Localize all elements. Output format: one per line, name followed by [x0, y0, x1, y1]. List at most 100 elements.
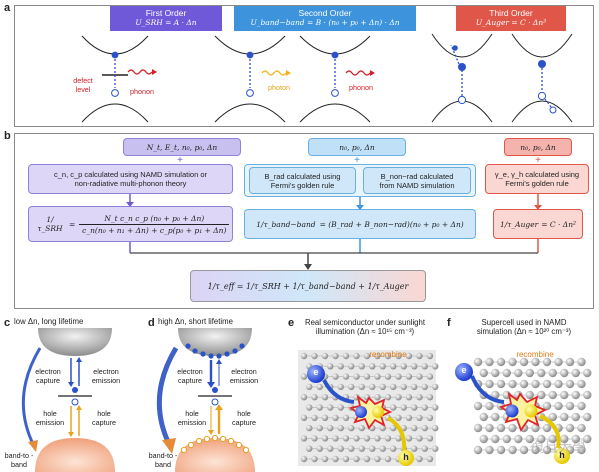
lattice-atom — [554, 401, 563, 411]
lattice-atom — [571, 390, 580, 400]
hole-dot — [235, 441, 243, 449]
band-to-band-arrow — [156, 346, 179, 448]
band-curve — [81, 103, 149, 123]
panel-a-frame — [14, 5, 594, 127]
panel-b-frame — [14, 133, 594, 309]
d-hole-emission: hole emission — [177, 409, 207, 427]
panel-f-title: Supercell used in NAMD simulation (Δn ≈ … — [452, 318, 596, 336]
lattice-atom — [496, 379, 506, 389]
lattice-atom — [321, 455, 329, 463]
lattice-atom — [485, 445, 494, 455]
electron-dot — [111, 51, 119, 59]
lattice-atom — [519, 379, 529, 389]
lattice-atom — [508, 379, 517, 389]
lattice-atom — [473, 401, 483, 411]
lattice-atom — [374, 394, 381, 401]
lattice-atom — [485, 401, 494, 411]
d-band-to-band: band-to -band — [148, 451, 178, 469]
lattice-atom — [311, 352, 318, 360]
srh-calc-box: c_n, c_p calculated using NAMD simulatio… — [28, 164, 233, 194]
lattice-atom — [502, 434, 511, 444]
hole-dot — [537, 91, 547, 101]
lattice-atom — [432, 383, 439, 391]
lattice-atom — [583, 434, 592, 444]
d-electron-emission: electron emission — [229, 367, 259, 385]
lattice-atom — [531, 379, 540, 389]
transition-arrow — [544, 98, 552, 108]
lattice-atom — [321, 435, 329, 442]
lattice-atom — [348, 363, 355, 370]
electron-dot — [458, 63, 466, 71]
lattice-atom — [426, 414, 434, 421]
lattice-atom — [416, 394, 423, 401]
lattice-atom — [565, 423, 575, 433]
panel-c-diagram — [21, 328, 115, 472]
lattice-atom — [416, 435, 423, 442]
first-order-title: First Order — [145, 8, 187, 18]
lattice-atom — [542, 379, 552, 389]
hole-dot — [227, 437, 235, 445]
flow-arrowhead — [304, 264, 312, 270]
lattice-atom — [342, 455, 350, 463]
panel-f-supercell — [455, 357, 592, 464]
hole-dot — [111, 89, 119, 97]
lattice-atom — [337, 383, 344, 391]
arrowhead — [162, 438, 176, 454]
arrowhead — [208, 430, 214, 435]
hole-dot — [242, 446, 250, 454]
lattice-atom — [548, 368, 557, 378]
lattice-atom — [395, 435, 402, 442]
lattice-atom — [311, 435, 318, 442]
lattice-atom — [479, 412, 488, 422]
electron-ball — [355, 406, 367, 418]
electron-dot — [208, 353, 214, 359]
lattice-atom — [337, 424, 344, 432]
flow-arrowhead — [534, 205, 542, 210]
lattice-atom — [337, 404, 344, 411]
lattice-atom — [491, 368, 500, 378]
arrowhead — [76, 405, 82, 410]
lattice-atom — [531, 423, 540, 433]
lattice-atom — [327, 363, 334, 370]
d-hole-capture: hole capture — [232, 409, 256, 427]
lattice-atom — [491, 434, 500, 444]
auger-calc-line1: γ_e, γ_h calculated using — [494, 170, 580, 179]
panel-c-title: low Δn, long lifetime — [14, 317, 84, 326]
phonon-arrowhead — [370, 70, 375, 76]
lattice-atom — [348, 424, 355, 432]
srh-eq-fraction: N_t c_n c_p (n₀ + p₀ + Δn) c_n(n₀ + n₁ +… — [79, 214, 230, 235]
lattice-atom — [306, 445, 313, 452]
third-order-formula: U_Auger = C · Δn³ — [475, 18, 547, 27]
auger-eq-lhs: 1/τ_Auger — [499, 219, 539, 229]
lattice-atom — [531, 445, 540, 455]
lattice-atom — [358, 363, 365, 370]
lattice-atom — [342, 414, 350, 421]
flow-arrowhead — [356, 205, 364, 210]
third-order-title: Third Order — [489, 8, 533, 18]
lattice-atom — [577, 445, 586, 455]
srh-eq-bar — [79, 223, 230, 225]
electron-marker — [307, 365, 325, 383]
lattice-atom — [537, 434, 546, 444]
flow-arrowhead — [126, 202, 134, 207]
hole-dot — [187, 441, 195, 449]
band-nonrad-line2: from NAMD simulation — [379, 180, 455, 190]
electron-cluster — [185, 343, 245, 359]
recombine-burst — [498, 391, 548, 432]
lattice-atom — [560, 390, 569, 400]
lattice-atom — [432, 363, 439, 370]
electron-dot — [185, 343, 191, 349]
lattice-atom — [525, 368, 534, 378]
lattice-atom — [426, 373, 434, 380]
panel-f-title-line2: simulation (Δn ≈ 10²⁰ cm⁻³) — [476, 327, 572, 336]
lattice-atom — [316, 404, 323, 411]
phonon-wave — [127, 69, 153, 75]
hole-dot — [203, 435, 211, 443]
lattice-atom — [363, 373, 371, 380]
lattice-atom — [348, 383, 355, 391]
f-hole-letter: h — [559, 450, 565, 460]
hole-marker — [554, 448, 570, 464]
lattice-atom — [405, 373, 413, 380]
lattice-atom — [390, 383, 397, 391]
electron-dot — [452, 45, 458, 51]
